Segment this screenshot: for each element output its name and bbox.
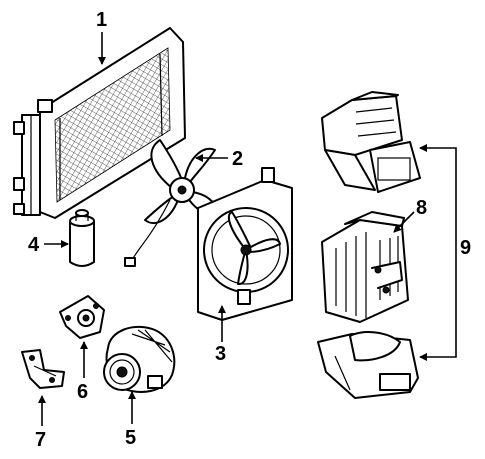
mounting-bracket [21, 349, 65, 389]
callout-4: 4 [28, 234, 40, 256]
callout-8: 8 [416, 197, 427, 219]
hvac-case-lower [317, 331, 419, 399]
callout-5: 5 [125, 427, 136, 449]
callout-9: 9 [460, 237, 471, 259]
leader-8 [393, 211, 415, 233]
receiver-drier [69, 209, 95, 267]
hvac-case-upper [321, 91, 421, 193]
callout-3: 3 [215, 343, 226, 365]
condenser [13, 27, 186, 219]
compressor [103, 325, 176, 393]
cooling-fan [124, 139, 219, 267]
compressor-bracket [59, 295, 105, 339]
callout-1: 1 [96, 9, 107, 31]
evaporator-core [321, 211, 409, 323]
leader-9-bracket [440, 147, 457, 358]
fan-shroud [197, 167, 293, 321]
callout-7: 7 [35, 429, 46, 451]
leader-lines [38, 32, 457, 426]
callout-6: 6 [77, 381, 88, 403]
callout-2: 2 [232, 148, 243, 170]
